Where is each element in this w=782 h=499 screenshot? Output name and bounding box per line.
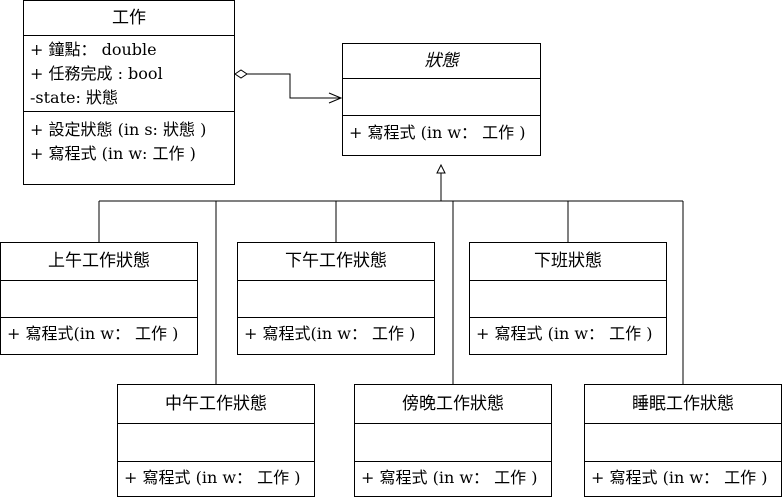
aggregation-arrowhead: [328, 92, 343, 104]
class-evening-state-operations: + 寫程式 (in w： 工作 ): [355, 462, 551, 492]
class-noon-state: 中午工作狀態 + 寫程式 (in w： 工作 ): [117, 384, 315, 497]
class-work: 工作 + 鐘點： double + 任務完成 : bool -state: 狀態…: [23, 0, 235, 185]
class-morning-state-title: 上午工作狀態: [1, 243, 197, 281]
attribute-hours: + 鐘點： double: [30, 40, 157, 59]
operation-write-code: + 寫程式 (in w： 工作 ): [349, 123, 526, 142]
class-afternoon-state-title: 下午工作狀態: [238, 243, 434, 281]
class-sleep-state: 睡眠工作狀態 + 寫程式 (in w： 工作 ): [584, 384, 782, 497]
class-sleep-state-title: 睡眠工作狀態: [585, 385, 781, 424]
class-offwork-state-title: 下班狀態: [470, 243, 666, 281]
operation-write-code: + 寫程式 (in w： 工作 ): [124, 468, 301, 487]
class-sleep-state-attributes: [585, 424, 781, 462]
class-work-attributes: + 鐘點： double + 任務完成 : bool -state: 狀態: [24, 36, 234, 112]
class-work-title: 工作: [24, 1, 234, 36]
class-morning-state-attributes: [1, 281, 197, 318]
operation-write-code: + 寫程式 (in w： 工作 ): [476, 324, 653, 343]
class-noon-state-title: 中午工作狀態: [118, 385, 314, 424]
aggregation-diamond: [234, 69, 248, 79]
class-afternoon-state: 下午工作狀態 + 寫程式(in w： 工作 ): [237, 242, 435, 355]
class-evening-state-title: 傍晚工作狀態: [355, 385, 551, 424]
class-state: 狀態 + 寫程式 (in w： 工作 ): [342, 43, 541, 156]
class-offwork-state-operations: + 寫程式 (in w： 工作 ): [470, 318, 666, 348]
attribute-task-done: + 任務完成 : bool: [30, 64, 163, 83]
class-morning-state: 上午工作狀態 + 寫程式(in w： 工作 ): [0, 242, 198, 355]
class-noon-state-attributes: [118, 424, 314, 462]
class-sleep-state-operations: + 寫程式 (in w： 工作 ): [585, 462, 781, 492]
class-state-operations: + 寫程式 (in w： 工作 ): [343, 116, 540, 147]
inheritance-arrowhead: [436, 163, 446, 174]
class-offwork-state-attributes: [470, 281, 666, 318]
class-state-title: 狀態: [343, 44, 540, 79]
class-afternoon-state-operations: + 寫程式(in w： 工作 ): [238, 318, 434, 348]
class-work-operations: + 設定狀態 (in s: 狀態 ) + 寫程式 (in w: 工作 ): [24, 112, 234, 168]
operation-set-state: + 設定狀態 (in s: 狀態 ): [30, 120, 207, 139]
attribute-state: -state: 狀態: [30, 88, 118, 107]
class-evening-state: 傍晚工作狀態 + 寫程式 (in w： 工作 ): [354, 384, 552, 497]
class-state-attributes: [343, 79, 540, 116]
operation-write-code: + 寫程式 (in w： 工作 ): [361, 468, 538, 487]
aggregation-line: [247, 73, 341, 99]
class-noon-state-operations: + 寫程式 (in w： 工作 ): [118, 462, 314, 492]
operation-write-code: + 寫程式(in w： 工作 ): [244, 324, 416, 343]
class-afternoon-state-attributes: [238, 281, 434, 318]
class-morning-state-operations: + 寫程式(in w： 工作 ): [1, 318, 197, 348]
operation-write-code: + 寫程式 (in w: 工作 ): [30, 144, 196, 163]
operation-write-code: + 寫程式(in w： 工作 ): [7, 324, 179, 343]
class-offwork-state: 下班狀態 + 寫程式 (in w： 工作 ): [469, 242, 667, 355]
class-evening-state-attributes: [355, 424, 551, 462]
operation-write-code: + 寫程式 (in w： 工作 ): [591, 468, 768, 487]
